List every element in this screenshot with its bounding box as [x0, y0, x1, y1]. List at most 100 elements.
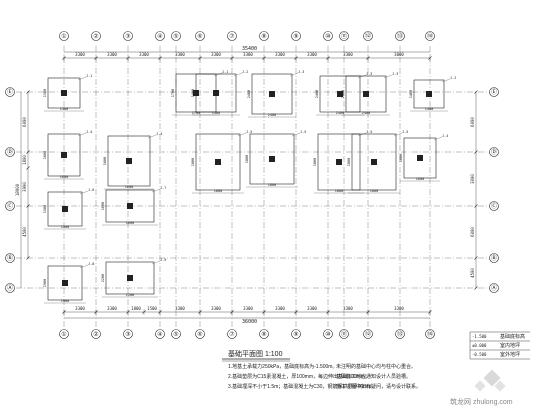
footing-outline — [195, 73, 237, 113]
axis-bubble-label: ⑧ — [261, 331, 266, 338]
axis-bubble-label: Ⓐ — [7, 284, 13, 292]
axis-bubble-circle — [395, 31, 405, 41]
top-span-label: 3300 — [243, 52, 253, 57]
left-span-label: 1800 — [22, 155, 27, 165]
axis-bubble: ④ — [155, 329, 165, 339]
footing-tag: J-4 — [442, 134, 448, 138]
footing-leader — [147, 134, 157, 139]
footing-outline — [107, 135, 151, 187]
footing-height-label: 2400 — [247, 90, 251, 98]
axis-bubble-label: Ⓐ — [491, 284, 497, 292]
legend-label-1: -1.500 — [472, 334, 487, 339]
axis-bubble: ⑬ — [395, 31, 405, 41]
left-span-label: 4500 — [22, 227, 27, 237]
footing-tag: J-2 — [450, 76, 456, 80]
axis-bubble-circle — [395, 329, 405, 339]
axis-bubble-circle — [227, 329, 237, 339]
top-span-label: 3300 — [75, 52, 85, 57]
column-square — [62, 206, 68, 212]
left-span-tick — [26, 150, 30, 154]
column-square — [127, 275, 133, 281]
column-square — [213, 90, 219, 96]
bottom-span-label: 3300 — [175, 306, 185, 311]
axis-bubble-label: Ⓔ — [491, 88, 497, 96]
axis-bubble-label: ⑧ — [261, 33, 266, 40]
top-span-label: 3000 — [394, 52, 404, 57]
note-right-1: 未注明的基础中心均与柱中心重合。 — [336, 363, 416, 370]
column-square — [126, 158, 132, 164]
footing-width-label: 1800 — [214, 189, 222, 193]
axis-bubble-circle — [489, 283, 499, 293]
footing-height-label: 1800 — [313, 158, 317, 166]
top-span-label: 3300 — [343, 52, 353, 57]
footing-outline — [195, 133, 241, 191]
axis-bubble-label: ③ — [125, 33, 130, 40]
footing-leader — [77, 76, 87, 81]
left-span-tick — [26, 256, 30, 260]
axis-bubble: Ⓐ — [489, 283, 499, 293]
axis-bubble: Ⓓ — [489, 147, 499, 157]
right-span-label: 4500 — [470, 268, 475, 278]
axis-bubble-circle — [291, 31, 301, 41]
axis-bubble: ⑥ — [195, 31, 205, 41]
footing-width-label: 2400 — [336, 111, 344, 115]
top-span-label: 3300 — [307, 52, 317, 57]
right-span-tick — [474, 286, 478, 290]
axis-bubble: ⑨ — [291, 329, 301, 339]
footing-tag: J-4 — [156, 132, 162, 136]
axis-bubble-circle — [425, 31, 435, 41]
axis-bubble-label: ⑨ — [293, 33, 298, 40]
bottom-span-label: 3300 — [75, 306, 85, 311]
footing-width-label: 1400 — [425, 107, 433, 111]
axis-bubble: ⑥ — [195, 329, 205, 339]
footing-outline — [105, 261, 155, 295]
axis-bubble-label: ⑪ — [341, 330, 347, 338]
top-span-label: 3300 — [107, 52, 117, 57]
axis-bubble: ⑨ — [291, 31, 301, 41]
axis-bubble-circle — [227, 31, 237, 41]
axis-bubble: ⑩ — [323, 31, 333, 41]
footing-width-label: 2200 — [126, 293, 134, 297]
axis-bubble-label: Ⓒ — [491, 202, 497, 210]
axis-bubble: Ⓒ — [5, 201, 15, 211]
axis-bubble-label: ⑭ — [427, 330, 433, 338]
footing-width-label: 1600 — [125, 185, 133, 189]
axis-bubble-circle — [259, 31, 269, 41]
axis-bubble-label: ⑬ — [397, 32, 403, 40]
axis-bubble: ① — [59, 329, 69, 339]
footing-height-label: 1500 — [43, 205, 47, 213]
footing-height-label: 2400 — [341, 90, 345, 98]
axis-bubble: ⑦ — [227, 329, 237, 339]
footing-height-label: 2200 — [101, 274, 105, 282]
axis-bubble: Ⓑ — [489, 253, 499, 263]
axis-bubble-label: ⑥ — [197, 33, 202, 40]
right-span-tick — [474, 150, 478, 154]
column-square — [269, 91, 275, 97]
footing-width-label: 1600 — [416, 177, 424, 181]
bottom-total-dimension: 36000 — [242, 319, 257, 325]
axis-bubble: ⑦ — [227, 31, 237, 41]
axis-bubble: ② — [91, 31, 101, 41]
legend-label-3: -0.500 — [472, 352, 487, 357]
note-right-2: 基础施工时应通知设计人员验槽。 — [336, 373, 411, 380]
axis-bubble-circle — [259, 329, 269, 339]
footing-leader — [79, 190, 89, 195]
footing-tag: J-5 — [402, 130, 408, 134]
axis-grid-lines — [16, 46, 490, 328]
axis-bubble-label: ⑤ — [173, 331, 178, 338]
footing-outline — [47, 191, 83, 227]
axis-bubble-label: ⑦ — [229, 331, 234, 338]
axis-bubble-label: ⑨ — [293, 331, 298, 338]
axis-bubble-label: ⑩ — [325, 331, 330, 338]
footing-leader — [213, 72, 223, 77]
axis-bubble-circle — [425, 329, 435, 339]
footing-leader — [357, 74, 367, 79]
axis-bubble-label: ⑦ — [229, 33, 234, 40]
